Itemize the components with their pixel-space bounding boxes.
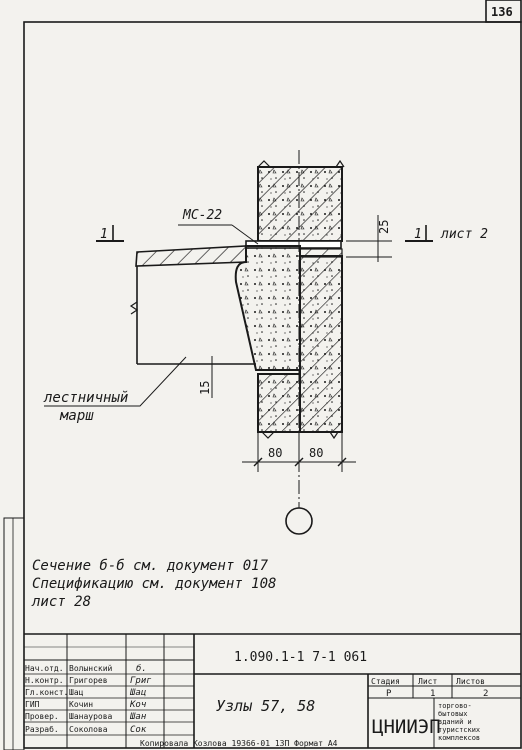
sign-2: Григ <box>130 676 152 686</box>
stair-label-line1: лестничный <box>43 390 128 406</box>
org-note-4: туристских <box>438 726 480 734</box>
section-mark-right: 1 <box>414 227 422 242</box>
mark-mc-22: МС-22 <box>182 208 222 223</box>
org-note-3: зданий и <box>438 718 472 726</box>
stage-value: Р <box>386 689 392 699</box>
sheet-header: Лист <box>418 677 437 686</box>
name-5: Шанаурова <box>69 712 113 721</box>
role-5: Провер. <box>25 712 59 721</box>
stair-label-line2: марш <box>59 408 94 424</box>
sheets-value: 2 <box>483 689 488 699</box>
footer-stamp: Копировала Козлова 19366-01 13П Формат А… <box>140 739 338 748</box>
role-3: Гл.конст. <box>25 688 68 697</box>
name-1: Волынский <box>69 664 113 673</box>
dim-80-left: 80 <box>268 446 282 460</box>
sheet-frame <box>23 21 522 749</box>
sheet-number-box <box>485 0 522 23</box>
role-4: ГИП <box>25 700 40 709</box>
sign-5: Шан <box>129 712 147 722</box>
drawing-title: Узлы 57, 58 <box>216 697 315 715</box>
org-note-5: комплексов <box>438 734 480 742</box>
dim-15-label: 15 <box>198 381 212 395</box>
axis-bubble <box>285 507 313 535</box>
section-mark-left: 1 <box>100 227 108 242</box>
name-4: Кочин <box>69 700 93 709</box>
note-line-1: Сечение б-б см. документ 017 <box>32 558 269 574</box>
sheet-number: 136 <box>491 5 513 19</box>
note-line-2: Спецификацию см. документ 108 <box>32 576 276 592</box>
document-code: 1.090.1-1 7-1 061 <box>234 650 367 665</box>
org-note-1: торгово- <box>438 702 472 710</box>
role-2: Н.контр. <box>25 676 64 685</box>
sign-4: Коч <box>129 700 147 710</box>
organization: ЦНИИЭП <box>372 716 441 738</box>
sheet-value: 1 <box>430 689 435 699</box>
sheets-header: Листов <box>456 677 485 686</box>
sign-6: Сок <box>130 725 147 735</box>
stair-landing-support <box>234 245 301 371</box>
dim-25-label: 25 <box>377 220 391 234</box>
stage-header: Стадия <box>371 677 400 686</box>
name-3: Шац <box>69 688 84 697</box>
title-block <box>23 633 521 748</box>
left-binding-strip <box>3 517 25 750</box>
dim-80-right: 80 <box>309 446 323 460</box>
name-6: Соколова <box>69 725 108 734</box>
sign-1: б. <box>136 663 147 674</box>
stair-flight-top <box>135 245 247 267</box>
sign-3: Шац <box>129 688 146 698</box>
role-1: Нач.отд. <box>25 664 64 673</box>
org-note-2: бытовых <box>438 710 468 718</box>
role-6: Разраб. <box>25 724 59 734</box>
note-line-3: лист 28 <box>31 594 91 610</box>
name-2: Григорев <box>69 676 108 685</box>
sheet-reference: лист 2 <box>440 227 488 242</box>
